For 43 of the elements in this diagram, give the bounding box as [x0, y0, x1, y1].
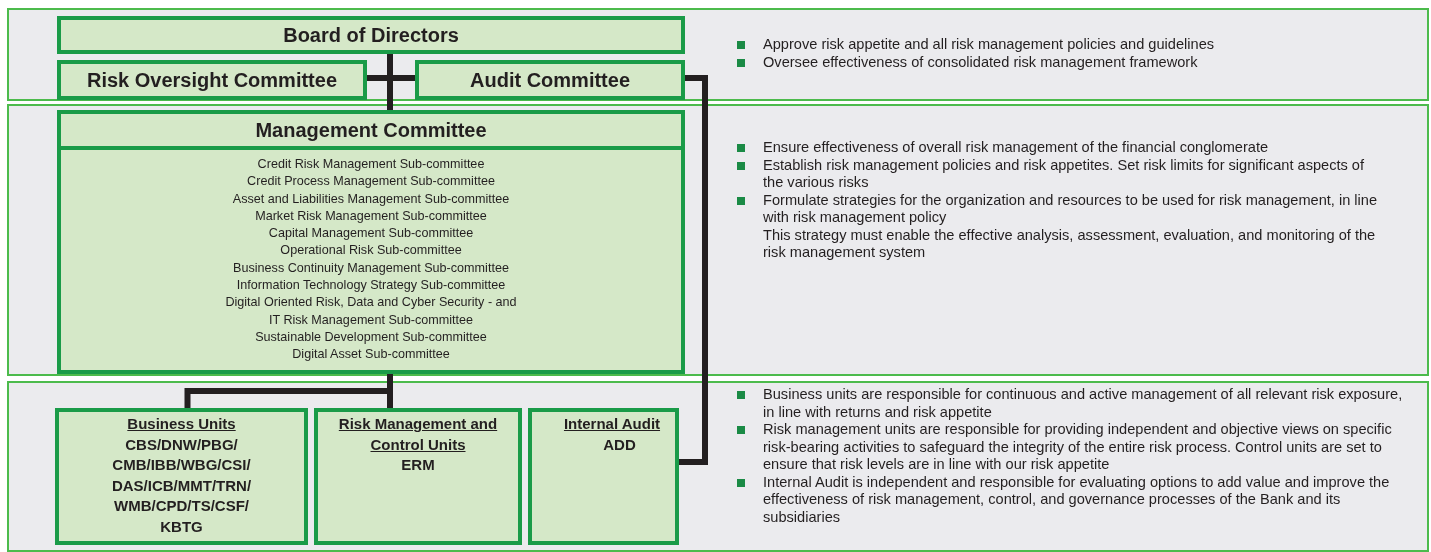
sub-committee-text: Credit Process Management Sub-committee [246, 173, 496, 191]
description-text: This strategy must enable the effective analysis, assessment, evaluation, and monitoring of the risk management system [763, 226, 1376, 260]
description-text: Approve risk appetite and all risk management policies and guidelines [763, 36, 1215, 52]
unit-name: Risk Management and Control Units [338, 414, 498, 455]
sub-committee-text: Sustainable Development Sub-committee [254, 328, 488, 346]
sub-committee-text: Information Technology Strategy Sub-committee [235, 277, 507, 295]
description-text: Internal Audit is independent and responsible for evaluating options to add value and improve the effectiveness of risk management, control, and governance processes of the Bank and its subsidiaries [763, 473, 1390, 525]
sub-committee-text: Credit Risk Management Sub-committee [256, 156, 486, 173]
committee-name: Board of Directors [283, 23, 459, 47]
connector-line [387, 54, 393, 110]
tier-band [7, 381, 1429, 552]
tier-band [7, 8, 1429, 101]
committee-box [57, 60, 367, 100]
unit-box [314, 408, 522, 545]
committee-box [57, 110, 685, 374]
tier-band [7, 104, 1429, 376]
unit-name: Business Units [126, 414, 237, 434]
committee-name: Risk Oversight Committee [86, 68, 338, 92]
unit-codes: CBS/DNW/PBG/ CMB/IBB/WBG/CSI/ DAS/ICB/MMT/TRN/ WMB/CPD/TS/CSF/ KBTG [110, 434, 253, 537]
sub-committee-text: Market Risk Management Sub-committee [254, 207, 488, 225]
unit-codes: ADD [602, 434, 637, 455]
description-text: Oversee effectiveness of consolidated risk management framework [763, 53, 1198, 70]
connector-line [367, 75, 415, 81]
description-text: Ensure effectiveness of overall risk management of the financial conglomerate [763, 139, 1269, 155]
sub-committee-text: Digital Asset Sub-committee [291, 346, 451, 364]
unit-box [55, 408, 308, 545]
connector-line [679, 75, 708, 465]
description-text: Establish risk management policies and risk appetites. Set risk limits for significant aspects of the various risks [763, 156, 1365, 190]
sub-committee-text: Operational Risk Sub-committee [279, 242, 463, 260]
sub-committee-text: Capital Management Sub-committee [267, 225, 475, 243]
committee-name: Audit Committee [470, 68, 630, 92]
description-text: Business units are responsible for continuous and active management of all relevant risk exposure, in line with returns and risk appetite [763, 386, 1403, 420]
committee-box [415, 60, 685, 100]
description-text: Risk management units are responsible for providing independent and objective views on specific risk-bearing activities to safeguard the integrity of the entire risk process. Control units are set to ensure that risk levels are in line with our risk appetite [763, 421, 1392, 472]
committee-name: Management Committee [61, 114, 681, 150]
committee-box [57, 16, 685, 54]
sub-committee-text: Asset and Liabilities Management Sub-committee [231, 190, 511, 208]
unit-box [528, 408, 679, 545]
unit-codes: ERM [400, 455, 436, 475]
sub-committee-text: Digital Oriented Risk, Data and Cyber Security - and IT Risk Management Sub-committee [224, 294, 518, 329]
sub-committee-text: Business Continuity Management Sub-committee [232, 259, 510, 277]
unit-name: Internal Audit [562, 414, 662, 434]
description-text: Formulate strategies for the organization and resources to be used for risk management, in line with risk management policy [763, 191, 1378, 225]
